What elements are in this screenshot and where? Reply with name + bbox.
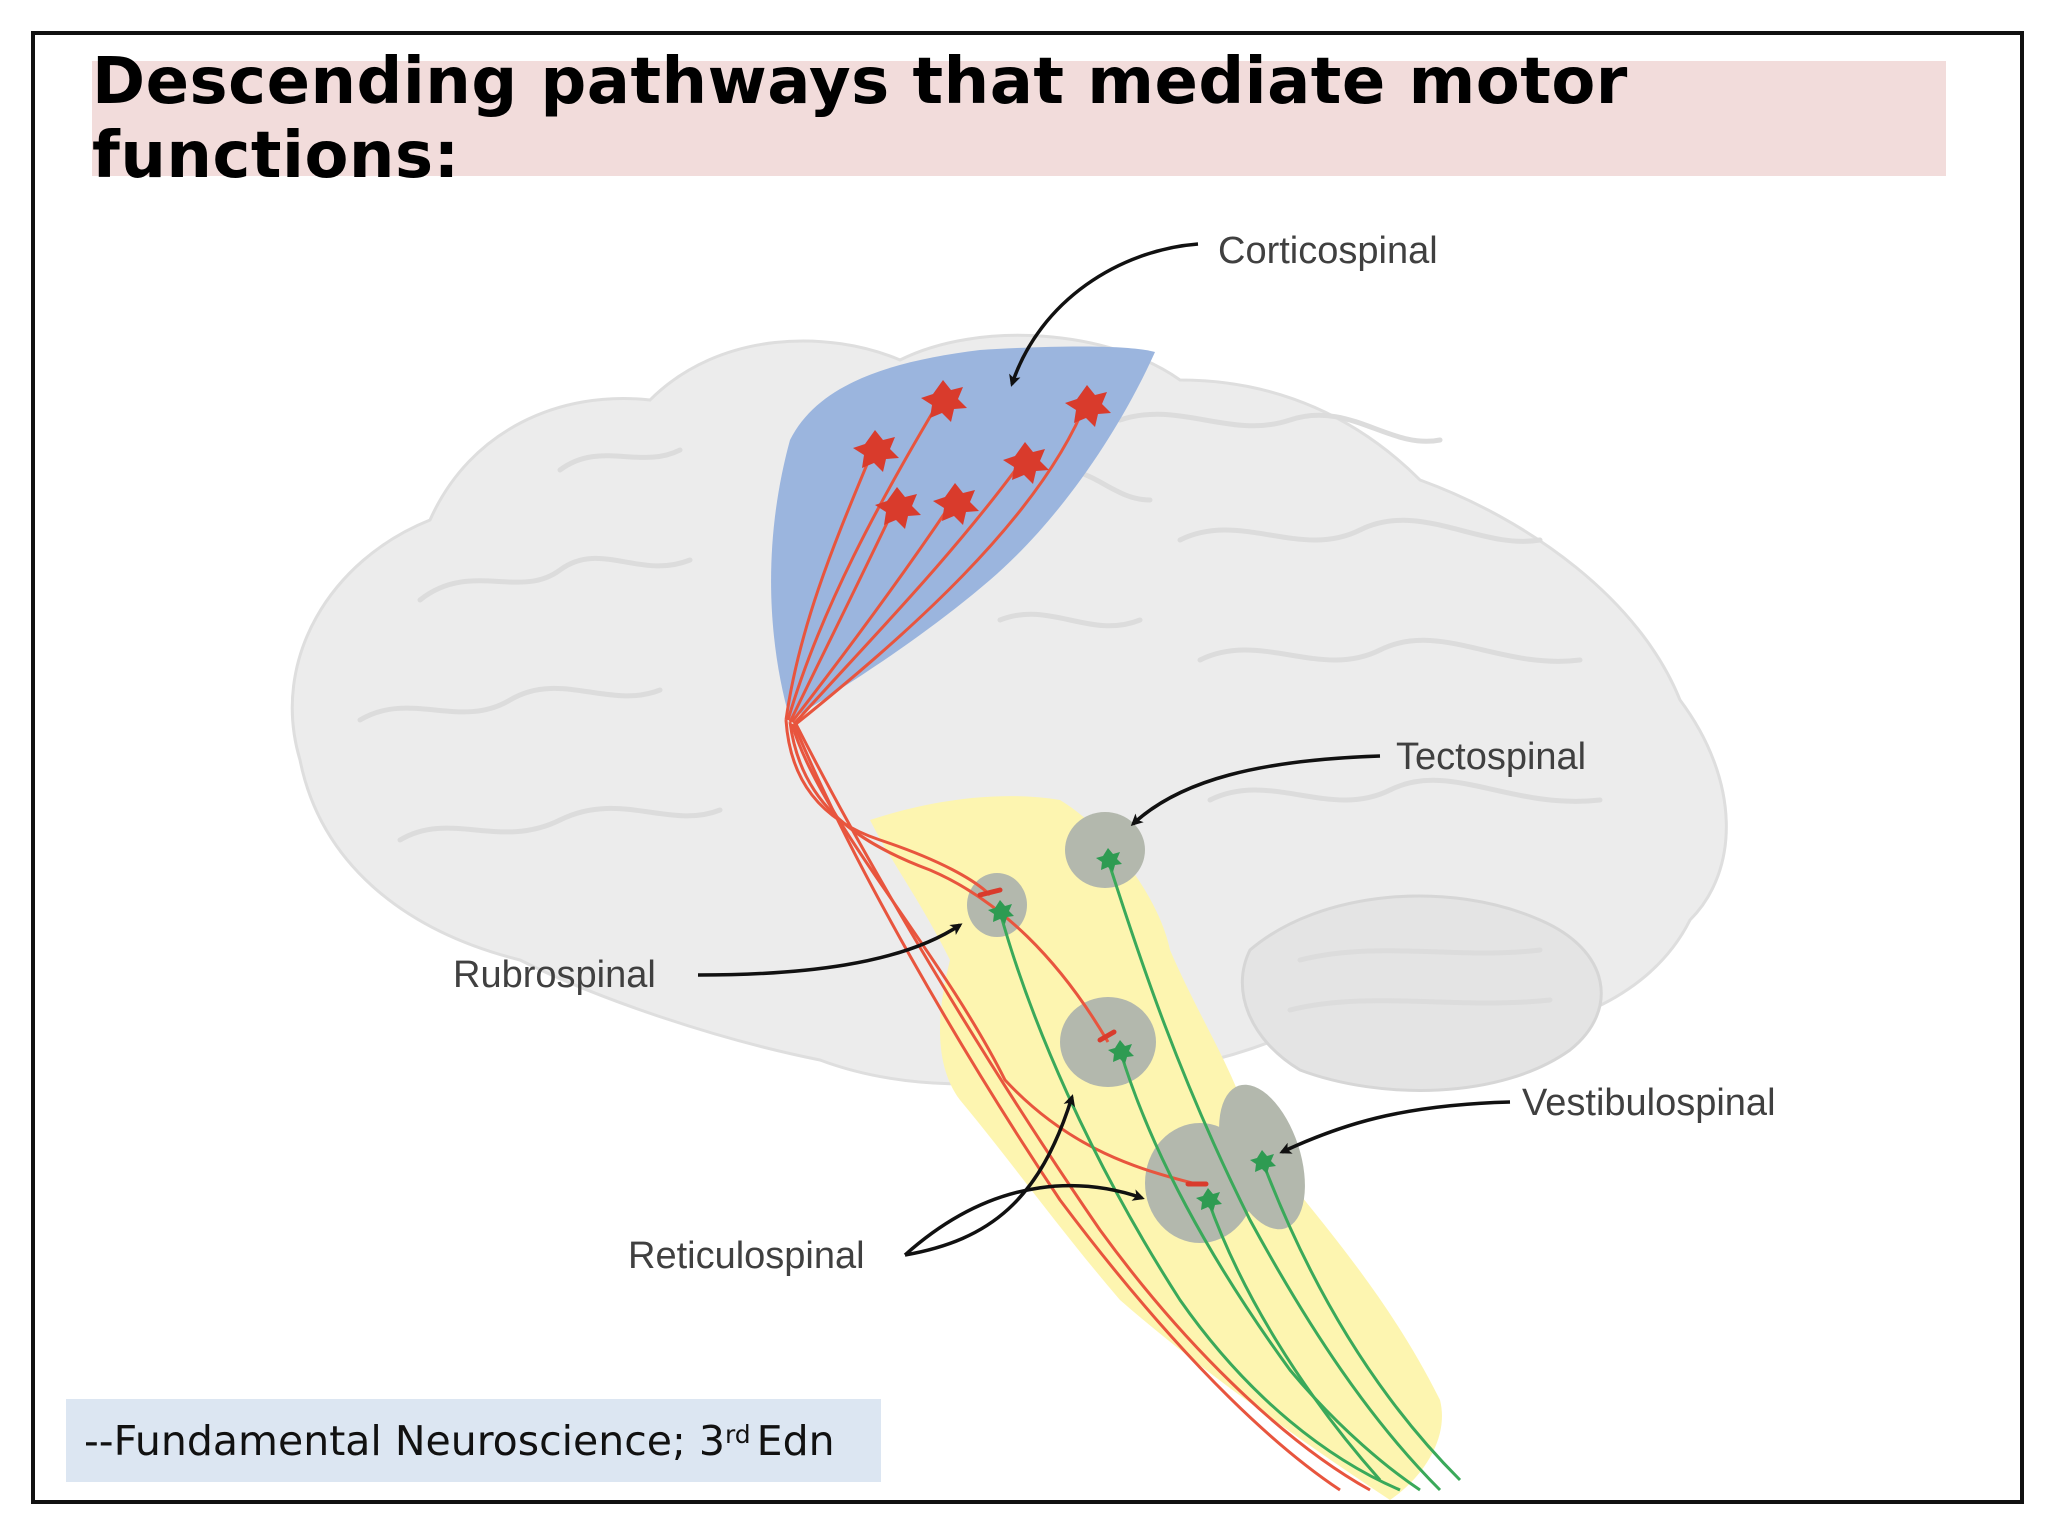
reticulospinal-arrow-upper — [904, 1094, 1076, 1257]
corticospinal-label: Corticospinal — [1218, 230, 1438, 272]
brainstem-neurons — [988, 848, 1276, 1212]
cortical-neurons — [853, 380, 1111, 529]
citation-suffix: Edn — [756, 1416, 835, 1465]
cerebellum — [1240, 894, 1603, 1092]
label-arrows — [697, 242, 1511, 1257]
citation-text: --Fundamental Neuroscience; 3 — [84, 1416, 725, 1465]
citation-superscript: rd — [724, 1420, 751, 1449]
corticospinal-arrow — [1009, 242, 1199, 387]
brain-outline — [290, 333, 1728, 1086]
reticulospinal-arrow-lower — [903, 1184, 1145, 1257]
motor-cortex-region — [771, 346, 1155, 720]
tectospinal-arrow — [1130, 754, 1381, 827]
vestibulospinal-arrow — [1279, 1100, 1511, 1154]
tectospinal-label: Tectospinal — [1396, 736, 1586, 778]
rubrospinal-label: Rubrospinal — [453, 954, 656, 996]
brainstem-spinal-fibers — [998, 859, 1462, 1492]
title-bar: Descending pathways that mediate motor f… — [92, 45, 1946, 193]
brain-sulci — [357, 411, 1603, 1013]
reticulospinal-label: Reticulospinal — [628, 1235, 865, 1277]
corticospinal-fibers — [784, 394, 1371, 1492]
vestibulospinal-label: Vestibulospinal — [1522, 1082, 1776, 1124]
slide-title: Descending pathways that mediate motor f… — [92, 44, 1628, 193]
rubrospinal-arrow — [697, 923, 963, 977]
tectal-nucleus — [1065, 812, 1145, 888]
synaptic-terminals — [977, 887, 1209, 1187]
